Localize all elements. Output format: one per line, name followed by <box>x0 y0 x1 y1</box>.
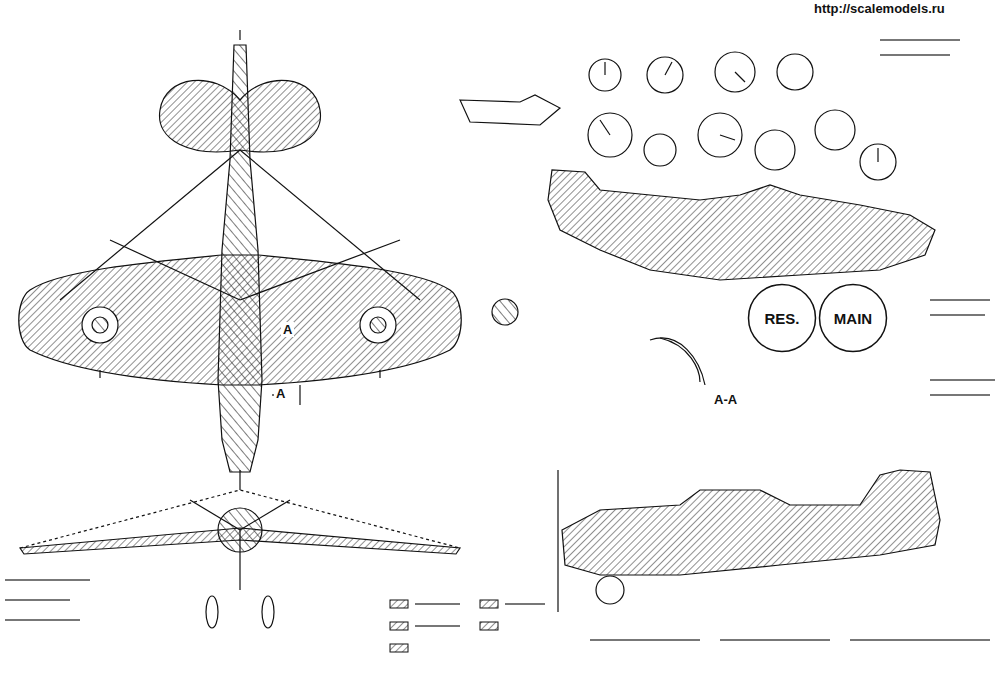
tank-label: RES. <box>764 310 799 327</box>
circle-shape <box>820 285 887 352</box>
section-mark: A <box>274 386 287 401</box>
tank-selector-circle: RES. <box>747 283 817 353</box>
tank-selector-circle: MAIN <box>818 283 888 353</box>
section-title: A-A <box>712 392 739 407</box>
section-mark: A <box>281 322 294 337</box>
circle-shape <box>749 285 816 352</box>
tank-label: MAIN <box>834 310 872 327</box>
watermark: http://scalemodels.ru <box>812 1 947 16</box>
